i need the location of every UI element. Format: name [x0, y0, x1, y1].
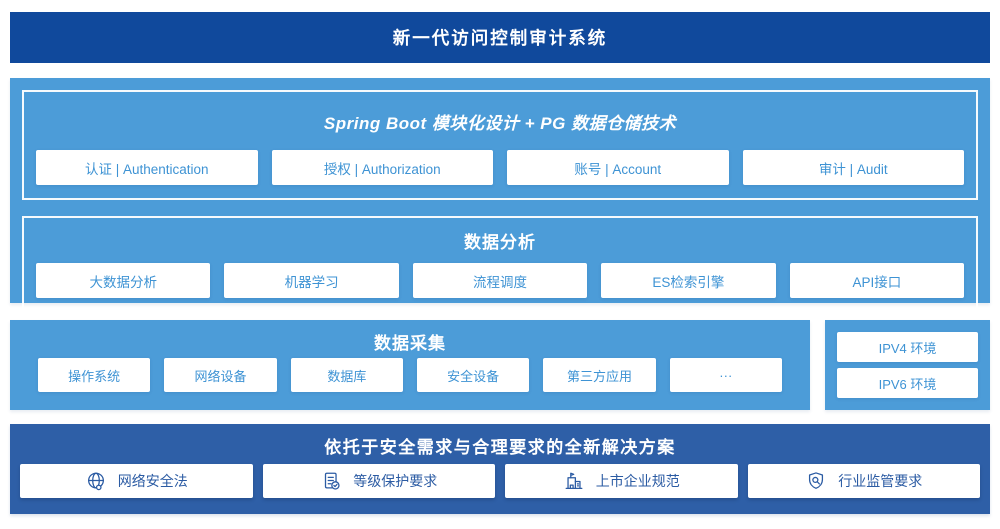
analysis-box-api: API接口 [789, 263, 965, 298]
module-box-audit: 审计 | Audit [742, 150, 964, 185]
collection-header: 数据采集 [374, 333, 446, 353]
analysis-box-es: ES检索引擎 [601, 263, 776, 298]
analysis-box-ml: 机器学习 [224, 263, 399, 298]
analysis-header: 数据分析 [464, 233, 536, 252]
solution-box-cybersecurity-law: 网络安全法 [20, 464, 253, 498]
collection-box-more: ··· [669, 358, 782, 392]
env-box-ipv4: IPV4 环境 [837, 332, 978, 362]
document-check-icon [320, 470, 342, 492]
env-box-ipv6: IPV6 环境 [837, 368, 978, 398]
solution-header: 依托于安全需求与合理要求的全新解决方案 [324, 437, 676, 457]
solution-label: 上市企业规范 [595, 473, 680, 489]
collection-box-thirdparty: 第三方应用 [543, 358, 656, 392]
environment-section: IPV4 环境 IPV6 环境 [825, 320, 990, 410]
title-banner: 新一代访问控制审计系统 [10, 12, 990, 63]
solution-section: 依托于安全需求与合理要求的全新解决方案 网络安全法 [10, 424, 990, 514]
globe-icon [85, 470, 107, 492]
solution-box-listed-company: 上市企业规范 [505, 464, 738, 498]
solution-box-classified-protection: 等级保护要求 [262, 464, 495, 498]
modules-row: 认证 | Authentication 授权 | Authorization 账… [36, 150, 964, 185]
module-box-authentication: 认证 | Authentication [36, 150, 258, 185]
module-box-account: 账号 | Account [507, 150, 729, 185]
modules-panel: Spring Boot 模块化设计 + PG 数据仓储技术 认证 | Authe… [22, 90, 978, 200]
collection-section: 数据采集 操作系统 网络设备 数据库 安全设备 第三方应用 ··· [10, 320, 810, 410]
modules-header: Spring Boot 模块化设计 + PG 数据仓储技术 [323, 113, 677, 133]
solution-row: 网络安全法 等级保护要求 [20, 464, 980, 498]
collection-box-network: 网络设备 [164, 358, 277, 392]
solution-label: 行业监管要求 [838, 473, 923, 489]
collection-row: 操作系统 网络设备 数据库 安全设备 第三方应用 ··· [38, 358, 782, 392]
analysis-panel: 数据分析 大数据分析 机器学习 流程调度 ES检索引擎 API接口 [22, 216, 978, 313]
page-title: 新一代访问控制审计系统 [392, 28, 608, 48]
solution-label: 等级保护要求 [353, 473, 438, 489]
analysis-row: 大数据分析 机器学习 流程调度 ES检索引擎 API接口 [36, 263, 965, 298]
module-box-authorization: 授权 | Authorization [271, 150, 493, 185]
platform-section: Spring Boot 模块化设计 + PG 数据仓储技术 认证 | Authe… [10, 78, 990, 313]
solution-label: 网络安全法 [117, 473, 188, 489]
collection-box-security: 安全设备 [416, 358, 530, 392]
shield-magnifier-icon [805, 470, 827, 492]
collection-box-os: 操作系统 [38, 358, 151, 392]
solution-box-industry-regulation: 行业监管要求 [747, 464, 980, 498]
analysis-box-bigdata: 大数据分析 [36, 263, 211, 298]
collection-box-database: 数据库 [290, 358, 403, 392]
analysis-box-workflow: 流程调度 [412, 263, 588, 298]
building-icon [563, 470, 585, 492]
